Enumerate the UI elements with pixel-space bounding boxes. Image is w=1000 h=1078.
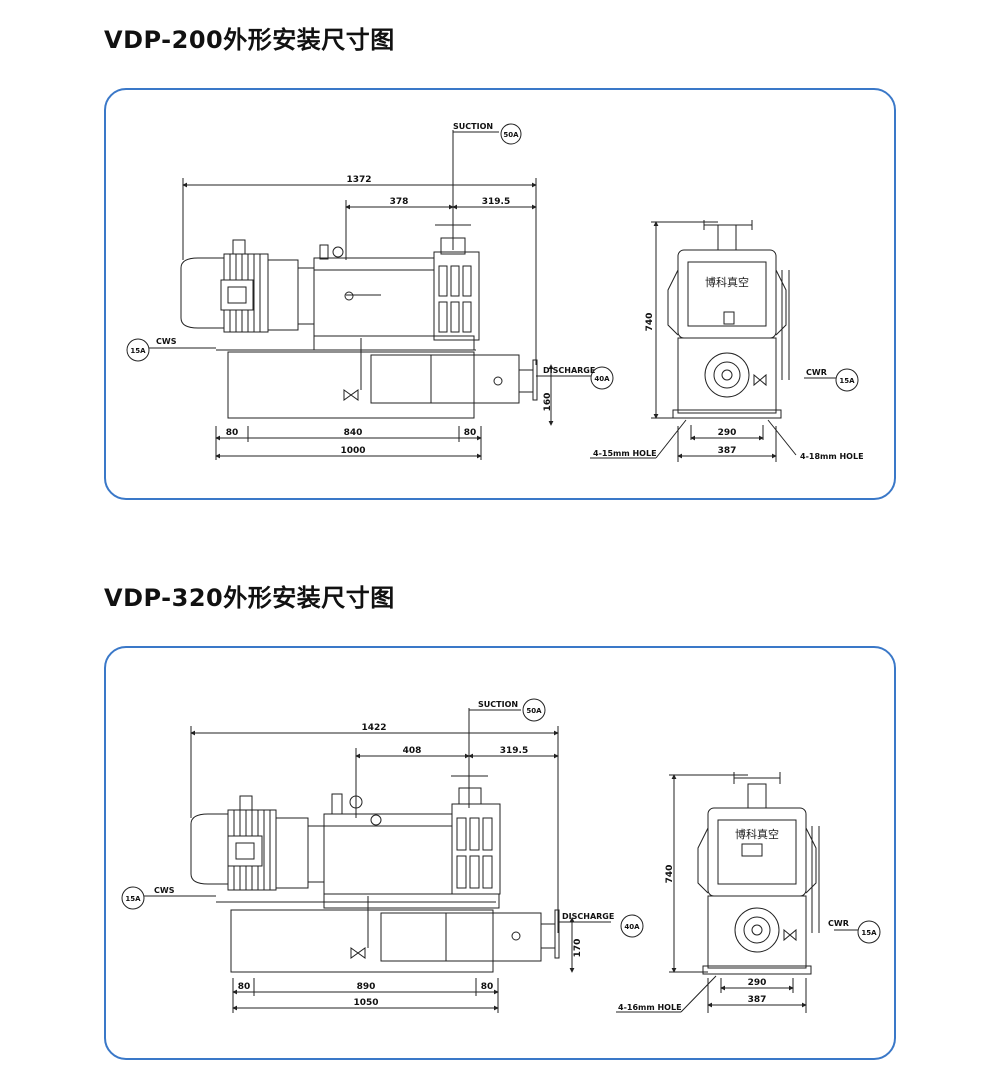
discharge-label: DISCHARGE — [543, 366, 595, 375]
dim-motor-offset — [355, 748, 470, 818]
suction-size-bubble — [500, 123, 522, 145]
hole-left-label: 4-16mm HOLE — [618, 1003, 682, 1012]
discharge-height-value: 160 — [543, 393, 553, 412]
motor — [180, 239, 315, 333]
end-outer-value: 387 — [718, 446, 737, 456]
end-height-value: 740 — [645, 313, 655, 332]
brand-plate: 博科真空 — [705, 275, 749, 289]
end-view — [667, 220, 790, 419]
cws-size-bubble — [121, 886, 145, 910]
discharge-label: DISCHARGE — [562, 912, 614, 921]
drawing-panel-vdp200: SUCTION 50A 1372 378 319.5 15A CWS DISCH… — [104, 88, 896, 500]
pump-body — [323, 775, 501, 909]
discharge-size-bubble — [620, 914, 644, 938]
base-frame — [216, 901, 496, 973]
motor — [190, 795, 325, 891]
dimension-drawing-vdp320: SUCTION 50A 1422 408 319.5 15A CWS DISCH… — [121, 698, 881, 1013]
base-mid-value: 840 — [344, 428, 363, 438]
dim-overall-length — [190, 726, 559, 933]
end-height-value: 740 — [665, 865, 675, 884]
hole-left-label: 4-15mm HOLE — [593, 449, 657, 458]
dim-motor-offset — [345, 200, 454, 260]
motor-offset-value: 408 — [403, 746, 422, 756]
suction-label: SUCTION — [478, 700, 518, 709]
end-outer-value: 387 — [748, 995, 767, 1005]
discharge-size: 40A — [594, 375, 610, 383]
suction-size-bubble — [522, 698, 546, 722]
overall-length-value: 1372 — [346, 175, 371, 185]
cwr-size-bubble — [835, 368, 859, 392]
end-inner-value: 290 — [718, 428, 737, 438]
base-left-value: 80 — [226, 428, 239, 438]
brand-plate: 博科真空 — [735, 827, 779, 841]
drawing-panel-vdp320: SUCTION 50A 1422 408 319.5 15A CWS DISCH… — [104, 646, 896, 1060]
suction-size: 50A — [503, 131, 519, 139]
discharge-size-bubble — [590, 366, 614, 390]
cws-size: 15A — [125, 895, 141, 903]
pump-body — [313, 224, 480, 351]
base-right-value: 80 — [464, 428, 477, 438]
suction-offset-value: 319.5 — [482, 197, 510, 207]
motor-offset-value: 378 — [390, 197, 409, 207]
discharge-height-value: 170 — [573, 939, 583, 958]
end-view — [697, 772, 820, 975]
base-mid-value: 890 — [357, 982, 376, 992]
base-total-value: 1000 — [340, 446, 365, 456]
section-title-vdp320: VDP-320外形安装尺寸图 — [104, 584, 395, 612]
section-title-vdp200: VDP-200外形安装尺寸图 — [104, 26, 395, 54]
end-inner-value: 290 — [748, 978, 767, 988]
suction-size: 50A — [526, 707, 542, 715]
cwr-size-bubble — [857, 920, 881, 944]
cws-label: CWS — [154, 886, 175, 895]
suction-offset-value: 319.5 — [500, 746, 528, 756]
cwr-size: 15A — [839, 377, 855, 385]
cws-size: 15A — [130, 347, 146, 355]
base-right-value: 80 — [481, 982, 494, 992]
suction-label: SUCTION — [453, 122, 493, 131]
discharge-size: 40A — [624, 923, 640, 931]
cwr-label: CWR — [806, 368, 827, 377]
base-total-value: 1050 — [353, 998, 378, 1008]
cws-label: CWS — [156, 337, 177, 346]
dimension-drawing-vdp200: SUCTION 50A 1372 378 319.5 15A CWS DISCH… — [126, 122, 864, 462]
base-left-value: 80 — [238, 982, 251, 992]
cwr-label: CWR — [828, 919, 849, 928]
silencer — [343, 338, 538, 404]
silencer — [350, 896, 560, 962]
hole-right-label: 4-18mm HOLE — [800, 452, 864, 461]
cws-size-bubble — [126, 338, 150, 362]
base-frame — [216, 349, 476, 419]
overall-length-value: 1422 — [361, 723, 386, 733]
cwr-size: 15A — [861, 929, 877, 937]
